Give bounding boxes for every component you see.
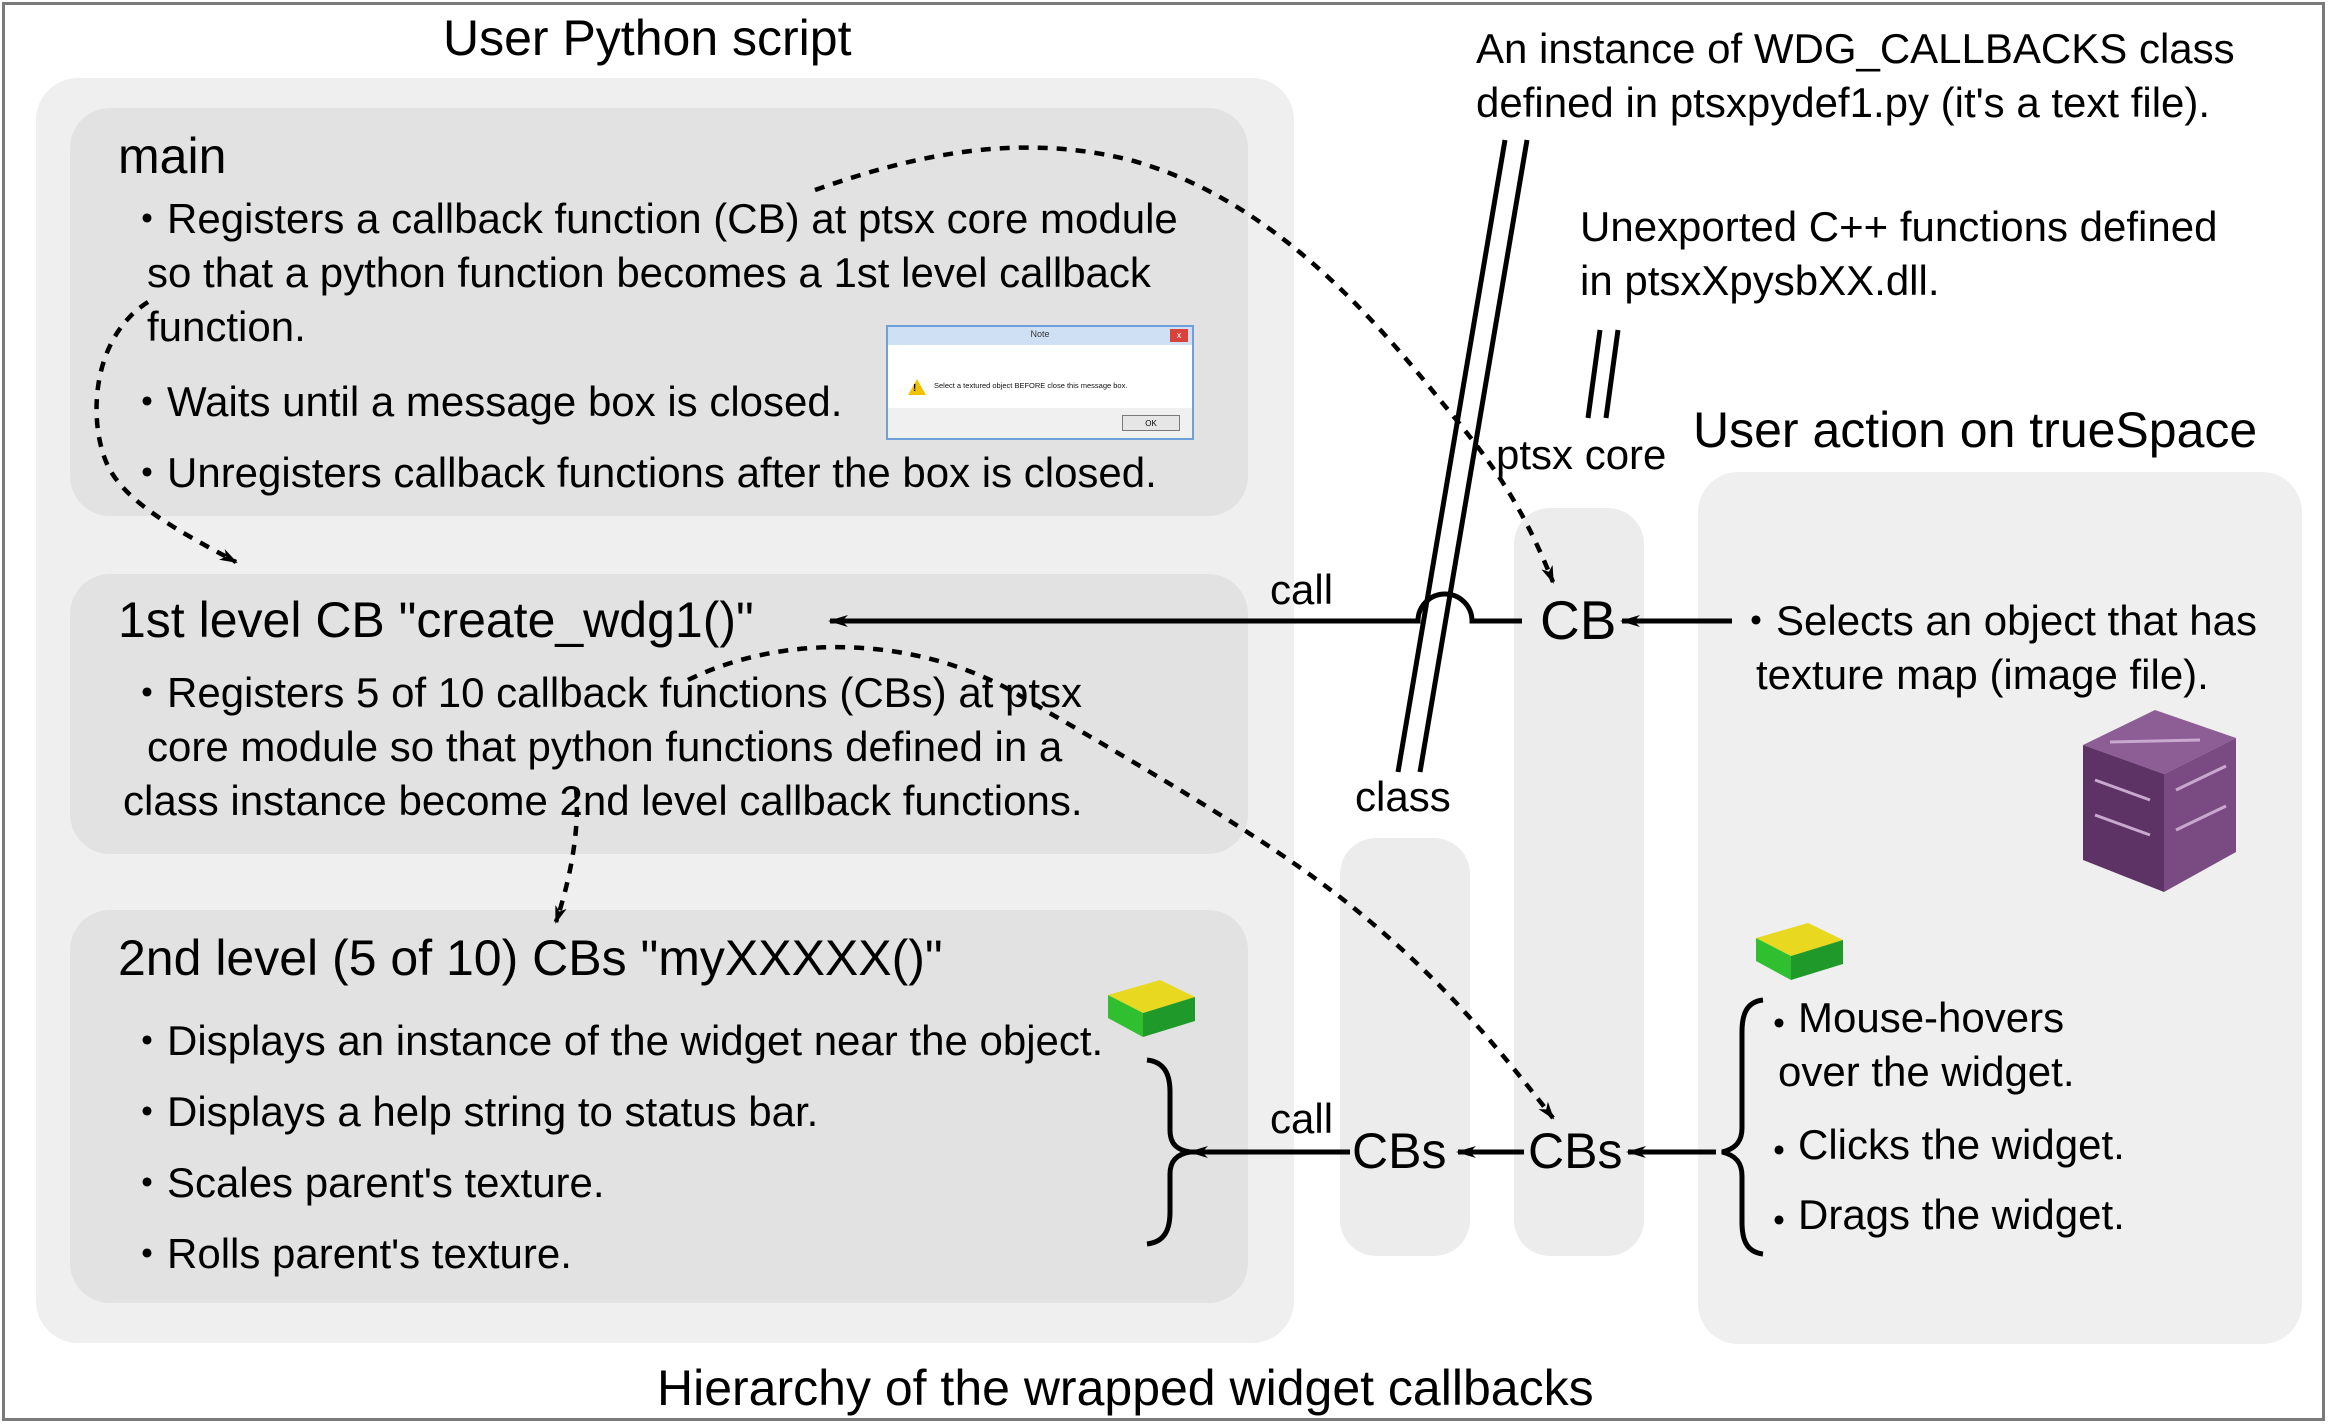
dashed-arrow-main-to-first [94,300,238,564]
class-note-line2: defined in ptsxpydef1.py (it's a text fi… [1476,79,2211,126]
second-level-bullet-mark-3: ・ [126,1160,169,1207]
drag-bullet-mark: ・ [1758,1198,1801,1245]
drag-line: Drags the widget. [1798,1191,2125,1238]
first-level-bullet-mark: ・ [126,670,169,717]
second-level-bullet-scale: Scales parent's texture. [167,1159,605,1206]
main-bullet-wait: Waits until a message box is closed. [167,378,843,425]
dashed-arrow-register-cbs [687,644,1555,1120]
hover-bullet-mark: ・ [1758,1001,1801,1048]
first-level-line1: Registers 5 of 10 callback functions (CB… [167,669,1083,716]
second-level-bullet-display: Displays an instance of the widget near … [167,1017,1104,1064]
close-icon[interactable]: x [1170,329,1188,342]
first-level-box [70,574,1248,854]
brace-second-level [1146,1057,1191,1247]
brace-widget-actions [1721,997,1764,1257]
class-label: class [1355,773,1451,820]
main-bullet-wait-mark: ・ [126,379,169,426]
boundary-line-left [1395,139,1508,773]
select-line1: Selects an object that has [1776,597,2257,644]
class-column [1340,838,1470,1256]
hover-line2: over the widget. [1778,1048,2075,1095]
message-box-text: Select a textured object BEFORE close th… [934,381,1128,390]
hover-line1: Mouse-hovers [1798,994,2065,1041]
cpp-mark-right [1603,329,1621,419]
first-level-line3: class instance become 2nd level callback… [123,777,1083,824]
dashed-arrow-register-cb [814,145,1556,584]
textured-cube-icon [2083,710,2236,892]
click-line: Clicks the widget. [1798,1121,2125,1168]
main-bullet-register-line1: Registers a callback function (CB) at pt… [167,195,1178,242]
widget-icon-second-level [1108,980,1195,1037]
cpp-note-line1: Unexported C++ functions defined [1580,203,2218,250]
main-title: main [118,128,227,184]
message-box-footer: OK [888,408,1192,438]
cpp-mark-left [1585,329,1603,419]
cpp-note-line2: in ptsxXpysbXX.dll. [1580,257,1940,304]
dashed-arrow-first-to-second [553,787,580,924]
ptsx-core-label: ptsx core [1496,431,1667,478]
class-note-line1: An instance of WDG_CALLBACKS class [1476,25,2235,72]
second-level-title: 2nd level (5 of 10) CBs "myXXXXX()" [118,930,943,986]
second-level-bullet-mark-1: ・ [126,1018,169,1065]
ok-button[interactable]: OK [1122,415,1180,431]
user-action-panel [1698,472,2302,1344]
message-box-body: ! Select a textured object BEFORE close … [888,345,1192,438]
cbs-class-node: CBs [1352,1123,1447,1179]
main-bullet-unregister-mark: ・ [126,450,169,497]
main-bullet-register-mark: ・ [126,196,169,243]
second-level-bullet-roll: Rolls parent's texture. [167,1230,572,1277]
cb-node: CB [1540,589,1617,651]
second-level-bullet-mark-2: ・ [126,1089,169,1136]
second-level-box [70,910,1248,1303]
first-level-title: 1st level CB "create_wdg1()" [118,592,754,648]
widget-icon-user-action [1756,923,1843,980]
select-line2: texture map (image file). [1756,651,2209,698]
select-bullet-mark: ・ [1735,598,1778,645]
second-level-bullet-help: Displays a help string to status bar. [167,1088,819,1135]
user-script-heading: User Python script [443,10,852,66]
message-box-titlebar: Note x [888,327,1192,345]
boundary-line-right [1417,139,1530,773]
message-box: Note x ! Select a textured object BEFORE… [886,325,1194,440]
ptsx-core-column [1514,508,1644,1256]
click-bullet-mark: ・ [1758,1128,1801,1175]
warning-icon [908,379,926,395]
message-box-title: Note [1030,329,1050,339]
diagram-title: Hierarchy of the wrapped widget callback… [657,1360,1594,1416]
call-label-bottom: call [1270,1095,1334,1142]
main-bullet-unregister: Unregisters callback functions after the… [167,449,1157,496]
cbs-core-node: CBs [1528,1123,1623,1179]
user-action-heading: User action on trueSpace [1693,402,2258,458]
main-bullet-register-line3: function. [147,303,306,350]
main-bullet-register-line2: so that a python function becomes a 1st … [147,249,1151,296]
call-arrow-first-level [828,591,1522,627]
second-level-bullet-mark-4: ・ [126,1231,169,1278]
first-level-line2: core module so that python functions def… [147,723,1063,770]
call-label-top: call [1270,566,1334,613]
